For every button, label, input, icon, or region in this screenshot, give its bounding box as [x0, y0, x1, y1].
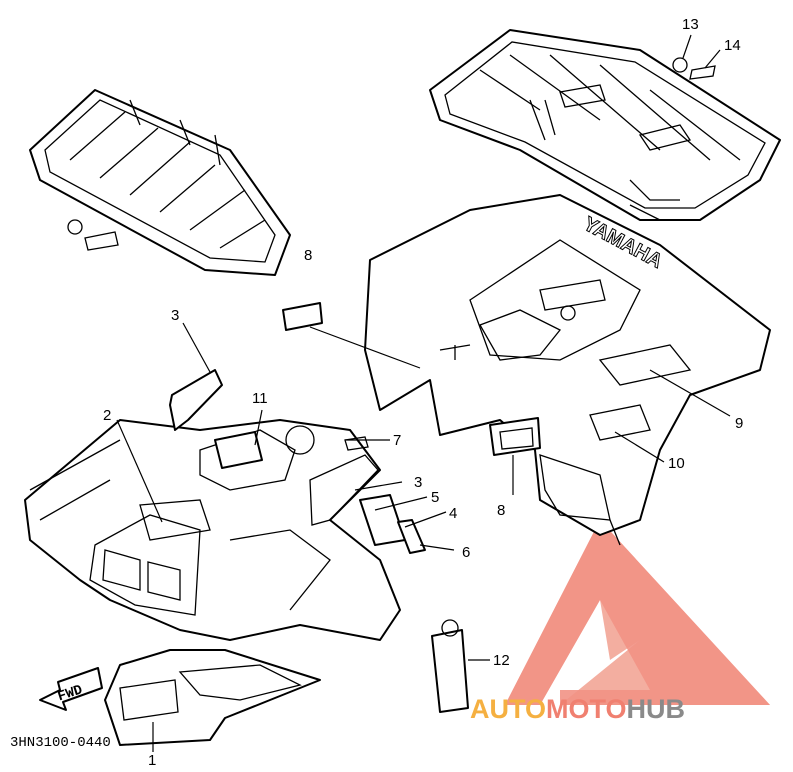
decal-parts — [169, 302, 469, 713]
callout-1: 1 — [148, 752, 156, 769]
tag-12 — [431, 629, 469, 713]
callout-13: 13 — [682, 16, 699, 33]
rear-carrier-rack — [429, 29, 781, 221]
front-cover — [104, 649, 321, 746]
front-carrier-rack — [29, 89, 291, 276]
callout-9: 9 — [735, 415, 743, 432]
callouts: 1 2 3 3 4 5 6 7 8 8 9 10 11 12 13 14 — [103, 16, 743, 769]
rear-fender: YAMAHA — [364, 194, 771, 546]
watermark-moto: MOTO — [546, 694, 627, 724]
watermark-text: AUTOMOTOHUB — [470, 694, 685, 724]
decal-3-upper — [169, 369, 223, 431]
callout-2: 2 — [103, 407, 111, 424]
decal-5 — [359, 494, 406, 546]
callout-10: 10 — [668, 455, 685, 472]
front-fender — [24, 419, 401, 641]
fwd-label: FWD — [56, 682, 85, 705]
callout-5: 5 — [431, 489, 439, 506]
svg-text:AUTOMOTOHUB: AUTOMOTOHUB — [470, 694, 685, 724]
callout-3-upper: 3 — [171, 307, 179, 324]
callout-8-upper: 8 — [304, 247, 312, 264]
callout-7: 7 — [393, 432, 401, 449]
callout-3-lower: 3 — [414, 474, 422, 491]
callout-6: 6 — [462, 544, 470, 561]
decal-6 — [397, 519, 426, 554]
callout-14: 14 — [724, 37, 741, 54]
fwd-arrow-icon: FWD — [39, 667, 103, 711]
leader-lines — [116, 34, 731, 752]
callout-4: 4 — [449, 505, 457, 522]
drawing-code: 3HN3100-0440 — [10, 735, 111, 751]
callout-8-lower: 8 — [497, 502, 505, 519]
decal-8-upper — [282, 302, 323, 331]
callout-12: 12 — [493, 652, 510, 669]
callout-11: 11 — [252, 390, 268, 407]
watermark-logo — [505, 520, 770, 705]
watermark-hub: HUB — [627, 694, 686, 724]
watermark-auto: AUTO — [470, 694, 546, 724]
